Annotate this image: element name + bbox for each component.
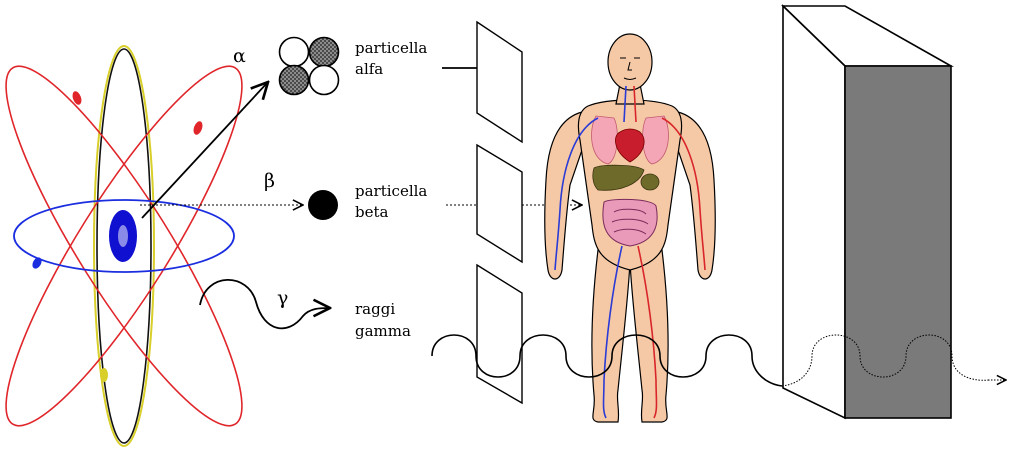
stomach — [641, 174, 659, 190]
lead-block — [783, 6, 951, 418]
gamma-label-line2: gamma — [355, 322, 411, 340]
human-body — [545, 34, 716, 422]
orbit-red-1 — [0, 44, 274, 449]
electron-yellow — [100, 368, 108, 382]
nucleus-core — [118, 225, 128, 247]
gamma-wave-arrow — [200, 280, 330, 328]
block-front — [845, 66, 951, 418]
block-side — [783, 6, 845, 418]
electron-red-right — [192, 120, 204, 136]
alpha-symbol: α — [233, 45, 246, 67]
alpha-label-line2: alfa — [355, 60, 383, 78]
beta-label-line2: beta — [355, 203, 389, 221]
paper-sheets — [477, 22, 522, 403]
paper-sheet-beta — [477, 145, 522, 262]
gamma-symbol: γ — [277, 287, 288, 309]
gamma-emission: γ raggi gamma — [200, 280, 411, 340]
alpha-particle — [280, 38, 339, 95]
electron-blue — [31, 256, 44, 270]
atom — [0, 44, 274, 449]
orbit-red-2 — [0, 44, 274, 449]
paper-sheet-alpha — [477, 22, 522, 142]
beta-particle — [308, 190, 338, 220]
beta-symbol: β — [264, 170, 275, 192]
alpha-label-line1: particella — [355, 39, 427, 57]
gamma-label-line1: raggi — [355, 300, 395, 318]
beta-label-line1: particella — [355, 182, 427, 200]
paper-sheet-gamma — [477, 265, 522, 403]
